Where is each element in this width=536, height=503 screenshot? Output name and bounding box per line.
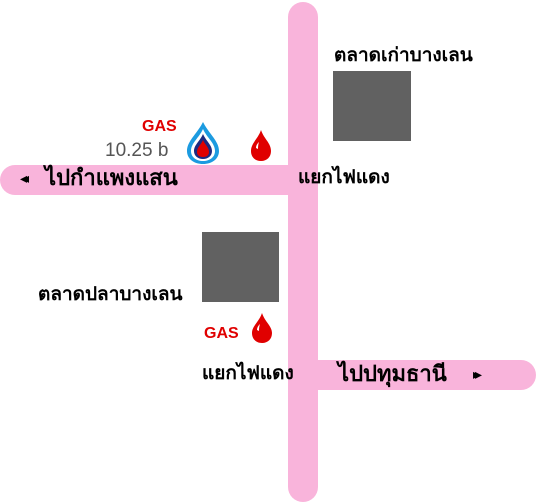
road-label-west: ไปกำแพงแสน (45, 166, 178, 191)
gas-price: 10.25 b (105, 140, 169, 161)
ptt-drop-logo-icon (187, 122, 219, 164)
old-market-label: ตลาดเก่าบางเลน (334, 44, 473, 66)
road-to-west (0, 165, 305, 195)
fish-market-label: ตลาดปลาบางเลน (38, 283, 183, 305)
main-road-vertical (288, 2, 318, 502)
gas-drop-icon (251, 130, 271, 161)
road-to-east (300, 360, 536, 390)
old-market-block (333, 71, 411, 141)
gas-label-lower: GAS (204, 325, 239, 342)
road-label-east: ไปปทุมธานี (338, 362, 447, 387)
gas-drop-icon-lower (252, 313, 272, 343)
fish-market-block (202, 232, 279, 302)
east-arrow-icon: ▸▸ (473, 367, 482, 383)
west-arrow-icon: ◂◂ (20, 171, 29, 187)
intersection-label-lower: แยกไฟแดง (202, 362, 294, 384)
gas-label-upper: GAS (142, 118, 177, 135)
intersection-label-upper: แยกไฟแดง (298, 166, 390, 188)
